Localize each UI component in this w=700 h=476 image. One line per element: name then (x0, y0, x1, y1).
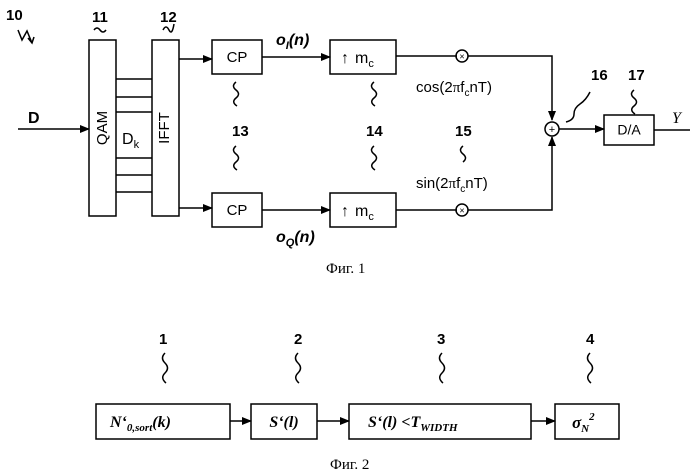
multiplier-top-symbol: × (459, 51, 464, 61)
leader-15 (461, 146, 466, 162)
leader-1 (163, 353, 168, 383)
ref-label-3: 3 (437, 331, 445, 348)
leader-2 (296, 353, 301, 383)
oi-label: oI(n) (276, 32, 309, 52)
leader-11 (94, 28, 106, 32)
slope-label: S‘(l) (269, 414, 298, 431)
ref-label-1: 1 (159, 331, 167, 348)
ref-label-11: 11 (92, 9, 108, 26)
noise-sort-label: N‘0,sort(k) (109, 414, 171, 434)
sin-carrier-label: sin(2πfcnT) (416, 175, 488, 195)
leader-3 (440, 353, 445, 383)
ref-label-14: 14 (366, 123, 383, 140)
ref-label-2: 2 (294, 331, 302, 348)
figure-1-caption: Фиг. 1 (326, 261, 365, 277)
leader-13b (234, 146, 239, 170)
variance-label: σN2 (572, 411, 595, 435)
leader-13a (234, 82, 239, 106)
leader-17 (632, 90, 637, 114)
upsampler-top-label: ↑mc (341, 50, 374, 70)
ref-label-10: 10 (6, 7, 23, 24)
ref-label-15: 15 (455, 123, 472, 140)
da-label: D/A (617, 122, 641, 138)
ref-label-4: 4 (586, 331, 595, 348)
output-Y-label: Y (672, 110, 683, 127)
leader-14a (372, 82, 377, 106)
figure-2: 1 2 3 4 N‘0,sort(k) S‘(l) S‘(l) <TWIDTH … (96, 331, 619, 473)
cp-bottom-label: CP (227, 202, 248, 219)
oq-label: oQ(n) (276, 229, 315, 249)
leader-14b (372, 146, 377, 170)
multiplier-bottom-symbol: × (459, 205, 464, 215)
figure-1: 10 11 12 D QAM IFFT Dk CP CP (6, 7, 690, 277)
ref-label-17: 17 (628, 67, 645, 84)
figure-2-caption: Фиг. 2 (330, 457, 369, 473)
ifft-label: IFFT (156, 112, 173, 144)
qam-label: QAM (94, 111, 111, 145)
threshold-label: S‘(l) <TWIDTH (368, 414, 458, 434)
dk-label: Dk (122, 131, 140, 151)
ref-label-16: 16 (591, 67, 608, 84)
cp-top-label: CP (227, 49, 248, 66)
ref-label-12: 12 (160, 9, 177, 26)
input-D-label: D (28, 110, 40, 127)
leader-4 (588, 353, 593, 383)
ref-arrow-10 (18, 30, 34, 43)
leader-16 (566, 92, 590, 122)
upsampler-bottom-label: ↑mc (341, 203, 374, 223)
mult-bottom-to-sum-line (468, 137, 552, 210)
summer-symbol: + (549, 124, 555, 136)
cos-carrier-label: cos(2πfcnT) (416, 79, 492, 99)
ref-label-13: 13 (232, 123, 249, 140)
